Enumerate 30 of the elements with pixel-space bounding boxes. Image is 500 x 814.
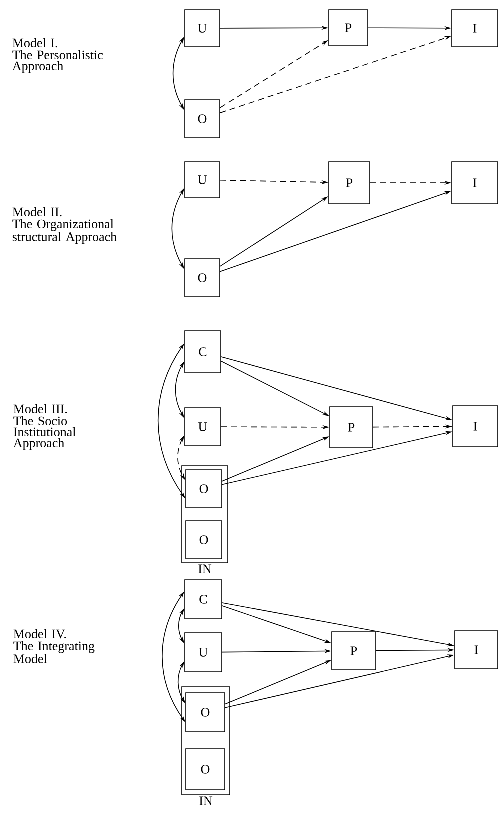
node-label: IN: [200, 796, 213, 806]
variable-box: P: [332, 632, 376, 670]
node-label: IN: [198, 564, 212, 574]
variable-box: I: [452, 406, 498, 448]
model-label: The Integrating Model: [14, 641, 95, 664]
variable-box: C: [184, 330, 222, 374]
model-label: Model I.: [12, 38, 58, 48]
variable-box: U: [184, 10, 220, 48]
model-label: The Socio Institutional Approach: [14, 416, 76, 450]
variable-box: P: [328, 162, 370, 204]
variable-box: I: [452, 162, 498, 204]
variable-box: O: [184, 100, 220, 138]
variable-box: C: [184, 580, 222, 620]
variable-box: U: [184, 632, 222, 672]
variable-box: I: [454, 630, 498, 670]
model-label: The Personalistic Approach: [12, 50, 103, 74]
variable-box: O: [186, 520, 222, 560]
variable-box: O: [186, 692, 226, 732]
model-label: Model II.: [12, 207, 62, 217]
variable-box: O: [186, 748, 226, 790]
variable-box: O: [186, 470, 222, 508]
model-label: Model IV.: [14, 629, 66, 639]
model-label: The Organizational structural Approach: [12, 219, 117, 244]
variable-box: U: [184, 408, 222, 446]
variable-box: O: [184, 258, 220, 298]
variable-box: I: [452, 10, 498, 48]
variable-box: P: [328, 10, 368, 46]
variable-box: U: [184, 162, 220, 198]
model-label: Model III.: [14, 404, 68, 414]
variable-box: P: [330, 406, 374, 448]
